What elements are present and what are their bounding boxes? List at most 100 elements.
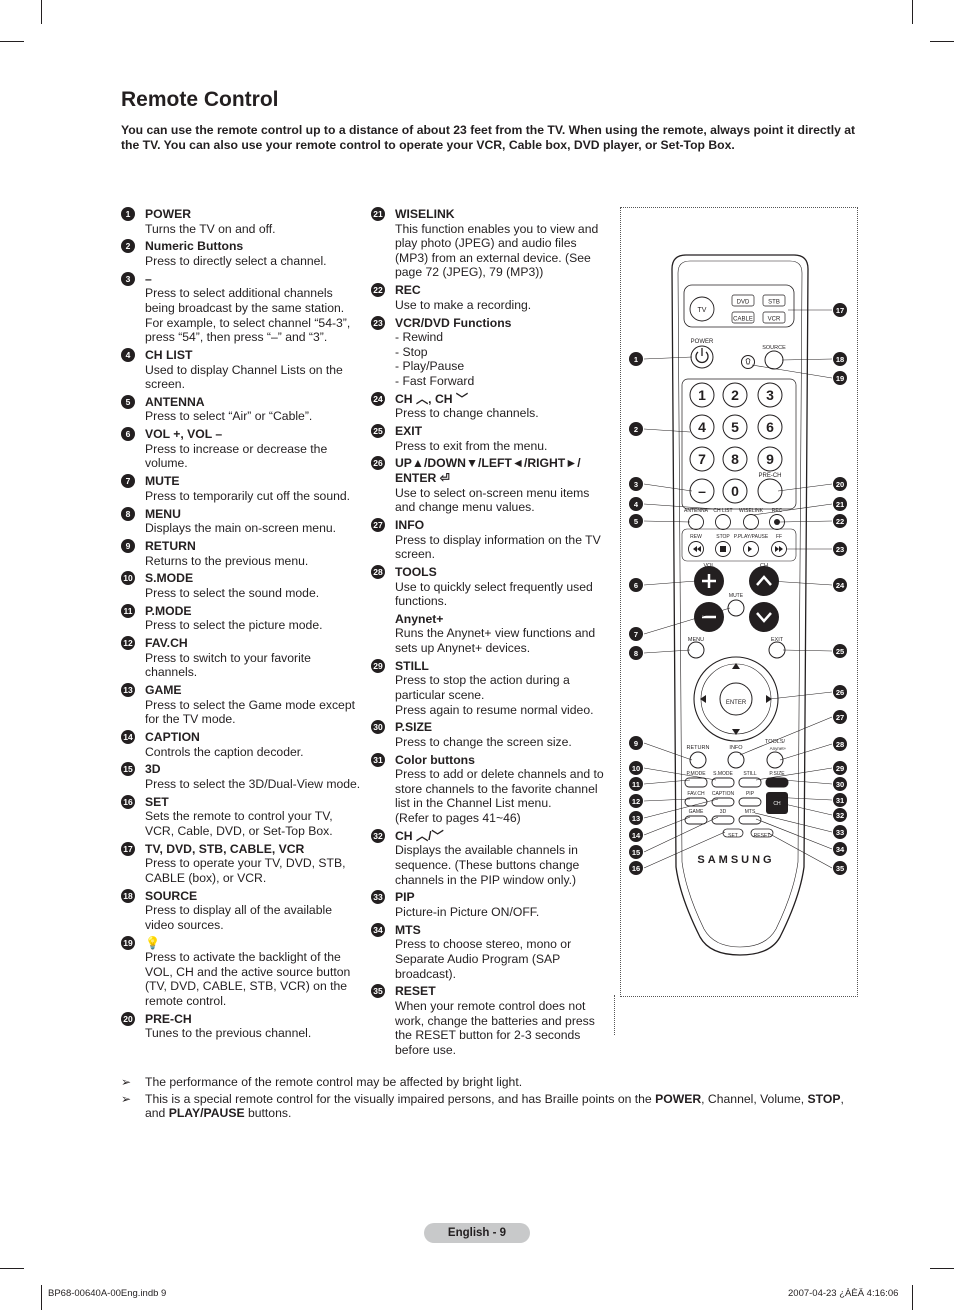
item-description: Picture-in Picture ON/OFF. [395, 904, 540, 919]
item-title: REC [395, 283, 421, 298]
item-title: – [145, 271, 152, 286]
row-label: REC [772, 508, 783, 514]
item-number-badge: 11 [121, 603, 135, 618]
item-number-badge: 19 [121, 935, 135, 950]
item-number-badge: 1 [121, 207, 135, 221]
item-number-badge: 32 [371, 828, 385, 843]
source-button [762, 294, 786, 307]
callout-badge [629, 352, 643, 366]
item-title: CH ︿, CH ﹀ [395, 391, 469, 406]
pip-ch-label: CH [773, 801, 781, 807]
callout-badge [833, 542, 847, 556]
row-label: ANTENNA [684, 508, 709, 514]
note-text: This is a special remote control for the… [145, 1091, 844, 1121]
item-title: INFO [395, 518, 425, 532]
callout-line [643, 798, 691, 802]
item-number-badge: 34 [371, 922, 385, 937]
digit-label: 7 [698, 451, 706, 467]
mode-label: S.MODE [713, 771, 733, 777]
callout-line [755, 818, 833, 850]
item-description: Press to operate your TV, DVD, STB, CABL… [145, 856, 346, 885]
item-title: VOL +, VOL – [145, 427, 223, 442]
callout-line [769, 691, 833, 700]
callout-line [779, 802, 833, 816]
callout-number: 19 [836, 374, 844, 383]
item-description: Press to select “Air” or “Cable”. [145, 409, 313, 424]
callout-line [643, 580, 697, 586]
callout-badge [833, 793, 847, 807]
item-description: Press to select the picture mode. [145, 618, 323, 633]
callout-number: 24 [836, 581, 845, 590]
item-description: Press to select the 3D/Dual-View mode. [145, 777, 361, 791]
item-number-badge: 30 [371, 720, 385, 735]
digit-button [689, 414, 715, 440]
callout-line [752, 503, 833, 516]
exit-label: EXIT [771, 637, 784, 643]
set-label: SET [728, 833, 738, 839]
info-label: INFO [729, 745, 743, 751]
callout-badge [833, 777, 847, 791]
row-button [743, 514, 759, 530]
page-title: Remote Control [121, 88, 279, 111]
item-number-badge: 8 [121, 506, 135, 521]
digit-label: 4 [698, 419, 706, 435]
vcr-frame [681, 528, 797, 562]
callout-number: 34 [836, 845, 845, 854]
callout-number: 20 [836, 480, 844, 489]
mode-button [711, 777, 735, 788]
item-title: CH LIST [145, 347, 193, 362]
item-title: PIP [395, 890, 415, 905]
item-number-badge: 15 [121, 762, 135, 777]
callout-badge [833, 514, 847, 528]
arrow-icon: ➢ [121, 1091, 132, 1106]
callout-badge [629, 845, 643, 859]
source-button [762, 311, 786, 324]
item-title: Numeric Buttons [145, 239, 244, 254]
vcr-label: P.PLAY/PAUSE [734, 534, 769, 540]
item-title: S.MODE [145, 571, 194, 586]
item-description: Tunes to the previous channel. [145, 1026, 312, 1041]
fav-label: PIP [746, 791, 755, 797]
fav-label: CAPTION [712, 791, 735, 797]
callout-line [643, 520, 691, 523]
item-title: POWER [145, 207, 192, 221]
digit-label: 8 [731, 451, 739, 467]
item-title: MUTE [145, 474, 180, 489]
item-title: EXIT [395, 424, 423, 439]
item-title: UP▲/DOWN▼/LEFT◄/RIGHT►/ ENTER ⏎ [395, 456, 581, 486]
crop-mark [930, 41, 954, 42]
tv-button [689, 296, 715, 322]
source-button [731, 294, 755, 307]
item-description: Press to exit from the menu. [395, 438, 548, 453]
info-button [727, 751, 745, 769]
callout-line [782, 779, 833, 785]
crop-mark [912, 1285, 913, 1310]
callout-number: 10 [632, 764, 640, 773]
callout-number: 4 [634, 500, 639, 509]
item-number-badge: 18 [121, 888, 135, 903]
reset-label: RESET [754, 833, 771, 839]
digit-label: 2 [731, 387, 739, 403]
item-title: PRE-CH [145, 1011, 192, 1026]
mode-button [765, 777, 789, 788]
item-number-badge: 7 [121, 474, 135, 489]
callout-badge [833, 371, 847, 385]
item-title: SOURCE [145, 888, 198, 903]
prech-button [757, 478, 783, 504]
callout-badge [629, 794, 643, 808]
callout-number: 16 [632, 864, 640, 873]
item-title: MTS [395, 922, 421, 937]
crop-mark [912, 0, 913, 24]
callout-badge [833, 737, 847, 751]
callout-badge [629, 777, 643, 791]
item-number-badge: 23 [371, 315, 385, 330]
item-description: Press to switch to your favorite channel… [145, 650, 311, 680]
callout-number: 28 [836, 740, 844, 749]
item-description: Press to temporarily cut off the sound. [145, 488, 351, 503]
